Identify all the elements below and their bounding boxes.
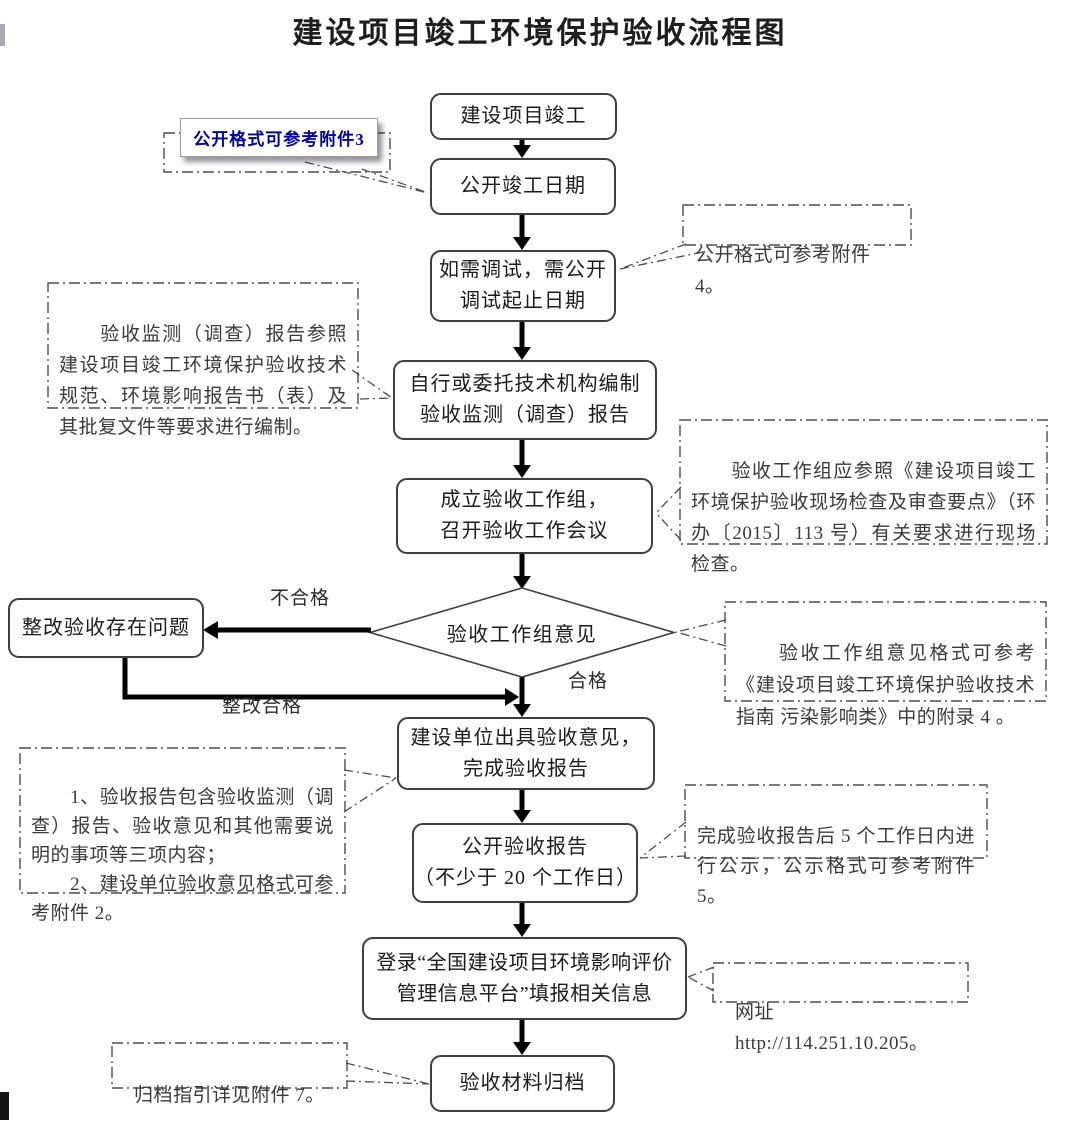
callout-website-text: 网址 http://114.251.10.205。	[735, 1002, 929, 1054]
callout-archive-guide-text: 归档指引详见附件 7。	[134, 1085, 325, 1107]
page-title: 建设项目竣工环境保护验收流程图	[292, 17, 788, 50]
callout-attachment4: 公开格式可参考附件 4。	[683, 205, 911, 296]
flow-step-issue-opinion: 建设单位出具验收意见， 完成验收报告	[397, 717, 655, 790]
callout-attachment3-text: 公开格式可参考附件3	[193, 130, 365, 149]
callout-website: 网址 http://114.251.10.205。	[713, 963, 968, 1053]
flow-step-debugging-label: 如需调试，需公开 调试起止日期	[439, 259, 607, 312]
flow-step-compile-report: 自行或委托技术机构编制 验收监测（调查）报告	[393, 360, 657, 440]
flow-step-workgroup: 成立验收工作组， 召开验收工作会议	[396, 478, 653, 554]
callout-report-contents-text: 1、验收报告包含验收监测（调查）报告、验收意见和其他需要说明的事项等三项内容； …	[31, 787, 334, 924]
callout-attachment4-text: 公开格式可参考附件 4。	[695, 245, 871, 297]
callout-monitoring-report-text: 验收监测（调查）报告参照建设项目竣工环境保护验收技术规范、环境影响报告书（表）及…	[59, 324, 347, 438]
label-fail: 不合格	[270, 583, 330, 610]
flow-step-archive-label: 验收材料归档	[459, 1072, 586, 1094]
flow-step-publish-report-label: 公开验收报告 （不少于 20 个工作日）	[414, 836, 637, 889]
flow-step-workgroup-label: 成立验收工作组， 召开验收工作会议	[440, 489, 609, 542]
flow-step-platform-label: 登录“全国建设项目环境影响评价 管理信息平台”填报相关信息	[376, 951, 673, 1005]
callout-site-check: 验收工作组应参照《建设项目竣工环境保护验收现场检查及审查要点》（环办〔2015〕…	[680, 420, 1047, 575]
label-pass-text: 合格	[568, 671, 609, 692]
decision-label-text: 验收工作组意见	[446, 623, 598, 646]
flow-step-debugging: 如需调试，需公开 调试起止日期	[430, 250, 616, 322]
decision-diamond-shape	[367, 587, 677, 678]
scan-artifact-top-left	[0, 24, 5, 46]
callout-monitoring-report: 验收监测（调查）报告参照建设项目竣工环境保护验收技术规范、环境影响报告书（表）及…	[48, 283, 358, 438]
flow-step-compile-report-label: 自行或委托技术机构编制 验收监测（调查）报告	[409, 373, 641, 426]
rework-return-arrow	[122, 658, 519, 706]
scan-artifact-bottom-left	[0, 1092, 9, 1120]
flow-step-completion-label: 建设项目竣工	[460, 105, 587, 127]
callout-opinion-format: 验收工作组意见格式可参考《建设项目竣工环境保护验收技术指南 污染影响类》中的附录…	[725, 602, 1046, 728]
callout-report-contents: 1、验收报告包含验收监测（调查）报告、验收意见和其他需要说明的事项等三项内容； …	[20, 748, 345, 924]
label-rework-pass: 整改合格	[222, 691, 302, 718]
callout-borders	[19, 132, 1048, 1089]
label-pass: 合格	[568, 666, 608, 693]
callout-archive-guide: 归档指引详见附件 7。	[112, 1043, 347, 1106]
fail-branch-arrow	[203, 621, 371, 639]
flow-step-archive: 验收材料归档	[430, 1055, 615, 1112]
flow-step-rework: 整改验收存在问题	[8, 598, 204, 658]
callout-opinion-format-text: 验收工作组意见格式可参考《建设项目竣工环境保护验收技术指南 污染影响类》中的附录…	[736, 643, 1035, 728]
flow-step-publish-date: 公开竣工日期	[430, 158, 616, 215]
flow-step-platform: 登录“全国建设项目环境影响评价 管理信息平台”填报相关信息	[362, 937, 687, 1020]
flow-step-completion: 建设项目竣工	[430, 93, 617, 140]
callout-attachment3: 公开格式可参考附件3	[180, 118, 378, 157]
label-fail-text: 不合格	[270, 588, 331, 609]
flow-arrows	[513, 140, 531, 1055]
callout-publicity-text: 完成验收报告后 5 个工作日内进行公示，公示格式可参考附件 5。	[697, 826, 975, 907]
callout-site-check-text: 验收工作组应参照《建设项目竣工环境保护验收现场检查及审查要点》（环办〔2015〕…	[691, 461, 1036, 575]
callout-connectors	[304, 161, 727, 1085]
callout-publicity: 完成验收报告后 5 个工作日内进行公示，公示格式可参考附件 5。	[685, 785, 987, 907]
flow-step-issue-opinion-label: 建设单位出具验收意见， 完成验收报告	[410, 726, 642, 780]
decision-label: 验收工作组意见	[422, 612, 622, 652]
label-rework-pass-text: 整改合格	[222, 696, 303, 717]
flow-step-publish-report: 公开验收报告 （不少于 20 个工作日）	[412, 823, 638, 903]
flow-step-publish-date-label: 公开竣工日期	[460, 175, 586, 197]
flow-step-rework-label: 整改验收存在问题	[22, 616, 190, 639]
